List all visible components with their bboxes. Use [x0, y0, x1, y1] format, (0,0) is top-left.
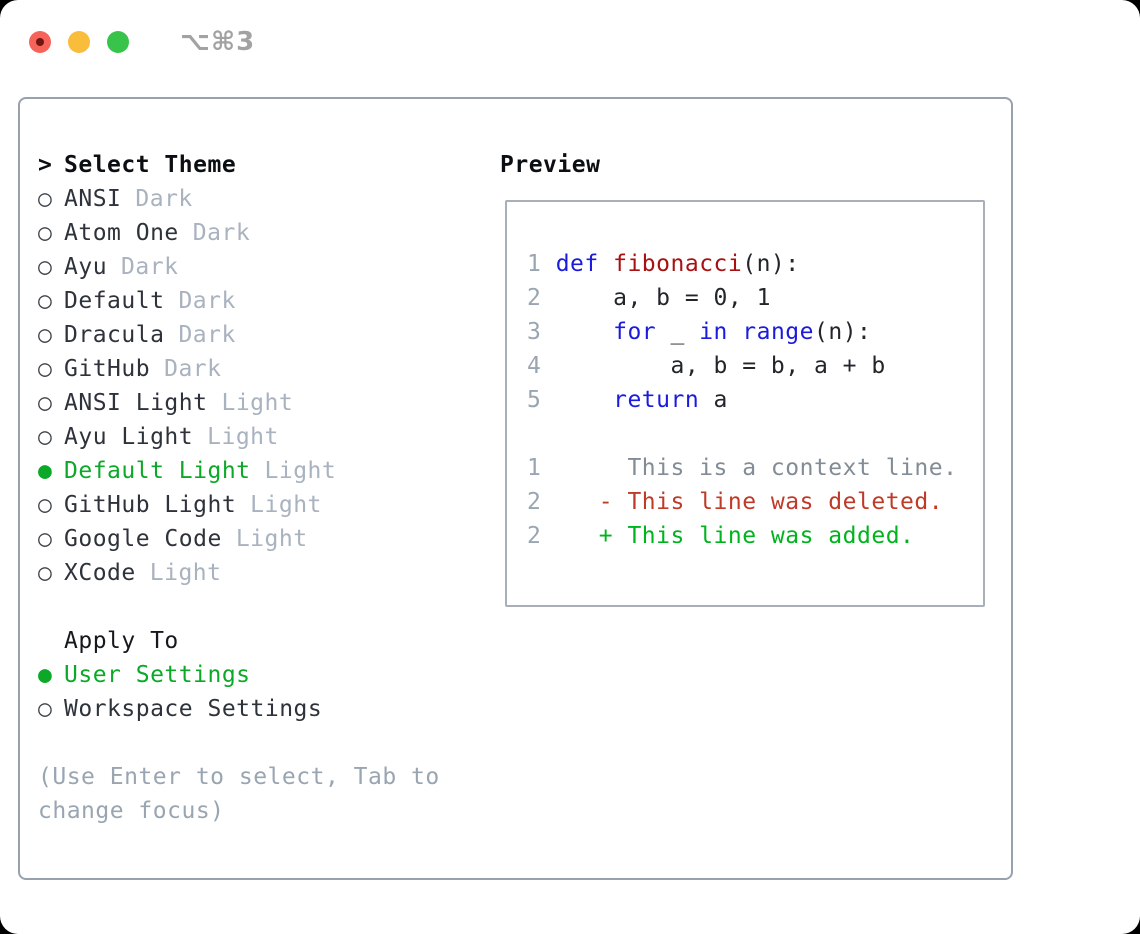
minimize-button[interactable] — [68, 31, 90, 53]
theme-tag: Dark — [164, 356, 222, 382]
code-line: 2 a, b = 0, 1 — [527, 285, 771, 311]
radio-icon: ○ — [38, 390, 53, 416]
code-line: 2 - This line was deleted. — [527, 489, 944, 515]
apply-option-workspace-settings[interactable]: ○Workspace Settings — [38, 696, 323, 722]
apply-option-user-settings[interactable]: ●User Settings — [38, 662, 251, 688]
close-button[interactable] — [29, 31, 51, 53]
theme-tag: Light — [264, 458, 337, 484]
radio-icon: ○ — [38, 220, 53, 246]
radio-icon: ○ — [38, 424, 53, 450]
code-line: 1 def fibonacci(n): — [527, 251, 800, 277]
theme-tag: Dark — [178, 322, 236, 348]
radio-selected-icon: ● — [38, 458, 53, 484]
preview-box: 1 def fibonacci(n): 2 a, b = 0, 1 3 for _ … — [505, 200, 985, 607]
theme-tag: Light — [207, 424, 279, 450]
radio-selected-icon: ● — [38, 662, 53, 688]
list-title: Select Theme — [64, 152, 237, 178]
select-theme-header: > Select Theme — [38, 148, 468, 182]
code-line: 2 + This line was added. — [527, 523, 915, 549]
theme-tag: Dark — [121, 254, 179, 280]
code-line: 5 return a — [527, 387, 728, 413]
code-line: 1 This is a context line. — [527, 455, 958, 481]
theme-tag: Light — [221, 390, 294, 416]
apply-to-header: Apply To — [64, 628, 179, 654]
titlebar: ⌥⌘3 — [29, 27, 255, 57]
theme-tag: Light — [149, 560, 222, 586]
keyboard-hint: (Use Enter to select, Tab to change focu… — [38, 764, 440, 824]
radio-icon: ○ — [38, 254, 53, 280]
window-title: ⌥⌘3 — [180, 27, 256, 57]
preview-header: Preview — [500, 152, 601, 178]
code-line: 4 a, b = b, a + b — [527, 353, 886, 379]
spacer — [38, 590, 468, 624]
code-line: 3 for _ in range(n): — [527, 319, 872, 345]
radio-icon: ○ — [38, 186, 53, 212]
theme-tag: Dark — [135, 186, 193, 212]
code-line — [527, 421, 983, 455]
preview-code: 1 def fibonacci(n): 2 a, b = 0, 1 3 for _ … — [507, 202, 983, 557]
theme-tag: Light — [250, 492, 322, 518]
radio-icon: ○ — [38, 492, 53, 518]
theme-tag: Dark — [192, 220, 251, 246]
radio-icon: ○ — [38, 560, 53, 586]
radio-icon: ○ — [38, 322, 53, 348]
radio-icon: ○ — [38, 696, 53, 722]
theme-tag: Dark — [178, 288, 236, 314]
zoom-button[interactable] — [107, 31, 129, 53]
prompt-icon: > — [38, 152, 53, 178]
close-dot-icon — [36, 38, 44, 46]
radio-icon: ○ — [38, 356, 53, 382]
radio-icon: ○ — [38, 288, 53, 314]
radio-icon: ○ — [38, 526, 53, 552]
theme-tag: Light — [235, 526, 308, 552]
